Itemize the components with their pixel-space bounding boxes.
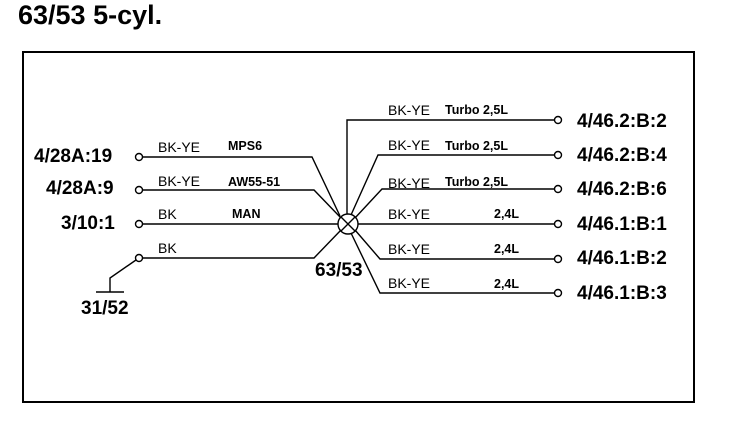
- right-wire-4: BK-YE 2,4L 4/46.1:B:1: [358, 206, 667, 235]
- wire-tag-label: Turbo 2,5L: [445, 139, 508, 153]
- wire-tag-label: MAN: [232, 207, 260, 221]
- wire-color-label: BK-YE: [388, 275, 430, 291]
- left-wire-ground: BK 31/52: [81, 229, 342, 319]
- wire-color-label: BK: [158, 206, 177, 222]
- terminal-circle: [553, 219, 563, 229]
- wire-color-label: BK-YE: [388, 175, 430, 191]
- right-wire-3: BK-YE Turbo 2,5L 4/46.2:B:6: [354, 175, 667, 219]
- wire-tag-label: AW55-51: [228, 175, 280, 189]
- splice-label: 63/53: [315, 260, 363, 281]
- diagram-frame: [22, 51, 695, 403]
- left-wire-3: 3/10:1 BK MAN: [61, 206, 338, 234]
- wire-color-label: BK-YE: [388, 137, 430, 153]
- left-terminal-label: 4/28A:19: [34, 146, 112, 167]
- right-terminal-label: 4/46.1:B:3: [577, 283, 667, 304]
- terminal-circle: [134, 185, 144, 195]
- left-terminal-label: 3/10:1: [61, 213, 115, 234]
- wire-color-label: BK-YE: [388, 102, 430, 118]
- terminal-circle: [553, 184, 563, 194]
- wire-color-label: BK-YE: [388, 241, 430, 257]
- wire-color-label: BK-YE: [388, 206, 430, 222]
- left-terminal-label: 4/28A:9: [46, 178, 114, 199]
- right-wire-5: BK-YE 2,4L 4/46.1:B:2: [354, 229, 667, 269]
- right-terminal-label: 4/46.2:B:4: [577, 145, 667, 166]
- wire-tag-label: MPS6: [228, 139, 262, 153]
- terminal-circle: [553, 150, 563, 160]
- right-terminal-label: 4/46.1:B:2: [577, 248, 667, 269]
- wire-color-label: BK-YE: [158, 139, 200, 155]
- terminal-circle: [134, 152, 144, 162]
- right-wire-1: BK-YE Turbo 2,5L 4/46.2:B:2: [346, 102, 667, 214]
- wire-tag-label: Turbo 2,5L: [445, 175, 508, 189]
- wire-color-label: BK-YE: [158, 173, 200, 189]
- terminal-circle: [553, 288, 563, 298]
- terminal-circle: [553, 115, 563, 125]
- diagram-title: 63/53 5-cyl.: [18, 0, 163, 30]
- wire-tag-label: 2,4L: [494, 207, 519, 221]
- ground-switch-circle: [134, 253, 144, 263]
- left-wire-1: 4/28A:19 BK-YE MPS6: [34, 139, 341, 217]
- terminal-circle: [553, 254, 563, 264]
- ground-label: 31/52: [81, 298, 129, 319]
- right-wire-2: BK-YE Turbo 2,5L 4/46.2:B:4: [350, 137, 667, 216]
- wire-tag-label: 2,4L: [494, 277, 519, 291]
- right-terminal-label: 4/46.2:B:2: [577, 111, 667, 132]
- wire-tag-label: 2,4L: [494, 242, 519, 256]
- left-wire-2: 4/28A:9 BK-YE AW55-51: [46, 173, 342, 219]
- right-wire-6: BK-YE 2,4L 4/46.1:B:3: [350, 232, 667, 304]
- wire-color-label: BK: [158, 240, 177, 256]
- terminal-circle: [134, 219, 144, 229]
- wire-tag-label: Turbo 2,5L: [445, 103, 508, 117]
- right-terminal-label: 4/46.1:B:1: [577, 214, 667, 235]
- right-terminal-label: 4/46.2:B:6: [577, 179, 667, 200]
